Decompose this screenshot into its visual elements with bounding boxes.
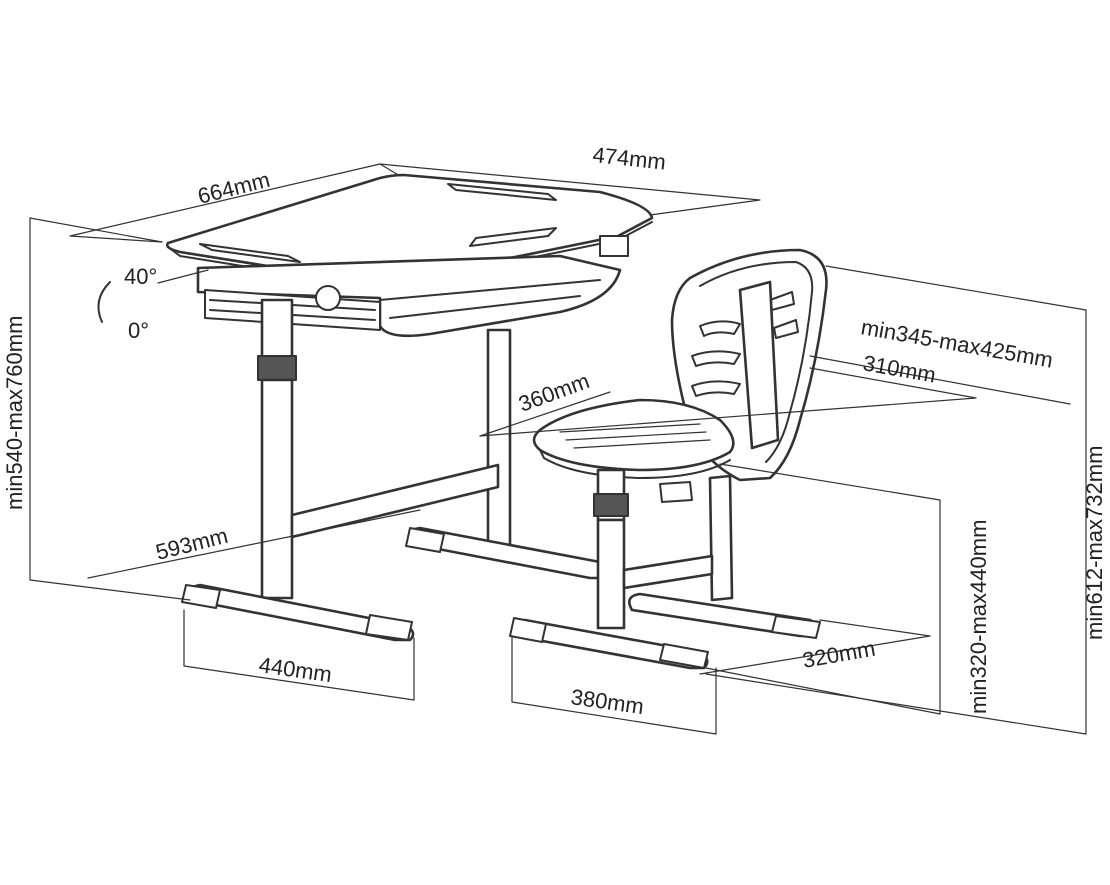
dim-desk-foot-width-line [183, 609, 415, 701]
desk-front-foot-cap-left [181, 584, 221, 609]
chair-seat-edge [539, 449, 731, 479]
label-chair-foot-width: 380mm [569, 684, 645, 719]
chair-seat-ribs [559, 423, 711, 449]
dimension-lines [29, 163, 1087, 735]
chair-rear-column [708, 474, 734, 602]
dim-chair-foot-width-line [511, 635, 717, 735]
label-desk-foot-width: 440mm [257, 652, 333, 687]
dim-chair-back-range-line [809, 355, 1071, 405]
label-tilt-min: 0° [128, 318, 149, 343]
desk-crossbar [290, 463, 500, 539]
chair-backrest-slots [691, 291, 799, 397]
chair-crossbar [622, 554, 714, 590]
desk-drawer [196, 254, 622, 338]
chair-height-knob [659, 481, 693, 503]
tilt-reference-line [157, 269, 209, 284]
dim-chair-seat-width-line [479, 391, 611, 437]
label-desk-height: min540-max760mm [2, 316, 27, 510]
label-desk-base-depth: 593mm [153, 523, 230, 565]
chair-column-lower [596, 518, 626, 630]
dim-desk-width-line [69, 163, 401, 243]
desk-front-leg-upper [260, 298, 294, 362]
label-desk-width: 664mm [195, 167, 272, 209]
chair-back-support [738, 280, 780, 450]
chair-drawing [509, 248, 828, 670]
dim-chair-seat-height-line [705, 463, 941, 715]
chair-height-clamp [593, 493, 629, 517]
dim-chair-back-height-line [479, 367, 977, 437]
desk-groove-right [447, 183, 557, 201]
desk-front-foot-cap-right [365, 614, 413, 641]
label-tilt-max: 40° [124, 264, 157, 289]
dim-chair-base-depth-line [699, 619, 931, 675]
label-desk-depth: 474mm [591, 142, 667, 175]
desk-top [165, 173, 654, 283]
label-chair-seat-width: 360mm [515, 368, 592, 417]
chair-backrest-inner [699, 261, 814, 463]
label-chair-total-height: min612-max732mm [1082, 446, 1107, 640]
desk-height-clamp [257, 355, 297, 381]
chair-back-foot-cap [771, 615, 821, 639]
label-chair-seat-height: min320-max440mm [966, 520, 991, 714]
dim-desk-depth-line [379, 163, 761, 216]
desk-bracket-right [599, 235, 629, 257]
desk-back-leg [486, 328, 512, 557]
desk-front-leg-lower [260, 378, 294, 600]
desk-drawing [165, 173, 654, 642]
dim-desk-height-line [29, 217, 191, 601]
tilt-arc [97, 281, 111, 323]
label-chair-back-height: 310mm [861, 350, 938, 387]
label-chair-base-depth: 320mm [801, 636, 878, 673]
desk-pen-tray [469, 227, 557, 247]
chair-front-foot-cap-right [659, 643, 709, 669]
desk-drawer-lip [379, 279, 601, 319]
chair-seat [532, 398, 735, 472]
desk-back-foot-cap [405, 527, 445, 553]
chair-front-foot-cap-left [509, 617, 547, 643]
desk-tilt-knob [315, 285, 341, 311]
dim-desk-base-depth-line [87, 509, 421, 579]
dim-chair-total-height-line [705, 265, 1087, 735]
desk-groove-left [199, 243, 301, 263]
